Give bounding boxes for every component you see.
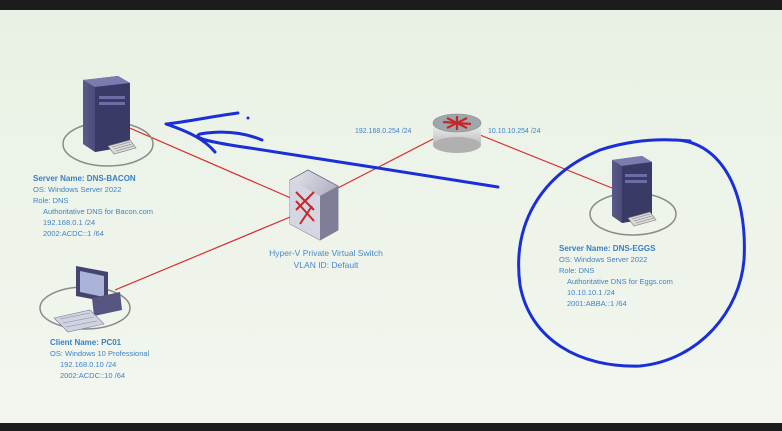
annotation-dot <box>246 116 250 120</box>
client-pc-icon[interactable] <box>39 266 131 333</box>
server-eggs-icon[interactable] <box>589 156 677 236</box>
network-diagram: Server Name: DNS-BACON OS: Windows Serve… <box>0 10 782 423</box>
server-eggs-ipv6: 2001:ABBA::1 /64 <box>567 299 627 308</box>
server-bacon-os: OS: Windows Server 2022 <box>33 185 122 194</box>
server-eggs-os: OS: Windows Server 2022 <box>559 255 648 264</box>
top-bar <box>0 0 782 10</box>
client-ipv6: 2002:ACDC::10 /64 <box>60 371 126 380</box>
server-bacon-ipv6: 2002:ACDC::1 /64 <box>43 229 104 238</box>
link-router-eggs <box>479 134 613 189</box>
annotation-circle <box>517 138 746 368</box>
server-eggs-name: Server Name: DNS-EGGS <box>559 244 656 253</box>
router-icon[interactable] <box>432 113 482 153</box>
server-eggs-role: Role: DNS <box>559 266 595 275</box>
annotation-arrow <box>164 111 500 189</box>
link-switch-router <box>329 137 436 193</box>
switch-title: Hyper-V Private Virtual Switch <box>269 248 383 258</box>
bottom-bar <box>0 423 782 431</box>
router-left-ip: 192.168.0.254 /24 <box>355 128 412 135</box>
server-bacon-ipv4: 192.168.0.1 /24 <box>43 218 96 227</box>
diagram-graphics <box>39 76 746 368</box>
link-client-switch <box>114 214 296 291</box>
client-name: Client Name: PC01 <box>50 338 122 347</box>
router-right-ip: 10.10.10.254 /24 <box>488 128 541 135</box>
server-bacon-icon[interactable] <box>62 76 154 167</box>
virtual-switch-icon[interactable] <box>289 169 339 241</box>
client-ipv4: 192.168.0.10 /24 <box>60 360 117 369</box>
server-bacon-name: Server Name: DNS-BACON <box>33 174 136 183</box>
server-bacon-desc: Authoritative DNS for Bacon.com <box>43 207 154 216</box>
switch-vlan: VLAN ID: Default <box>293 260 359 270</box>
server-bacon-role: Role: DNS <box>33 196 69 205</box>
server-eggs-ipv4: 10.10.10.1 /24 <box>567 288 615 297</box>
server-eggs-desc: Authoritative DNS for Eggs.com <box>567 277 673 286</box>
link-bacon-switch <box>124 125 301 203</box>
client-os: OS: Windows 10 Professional <box>50 349 150 358</box>
